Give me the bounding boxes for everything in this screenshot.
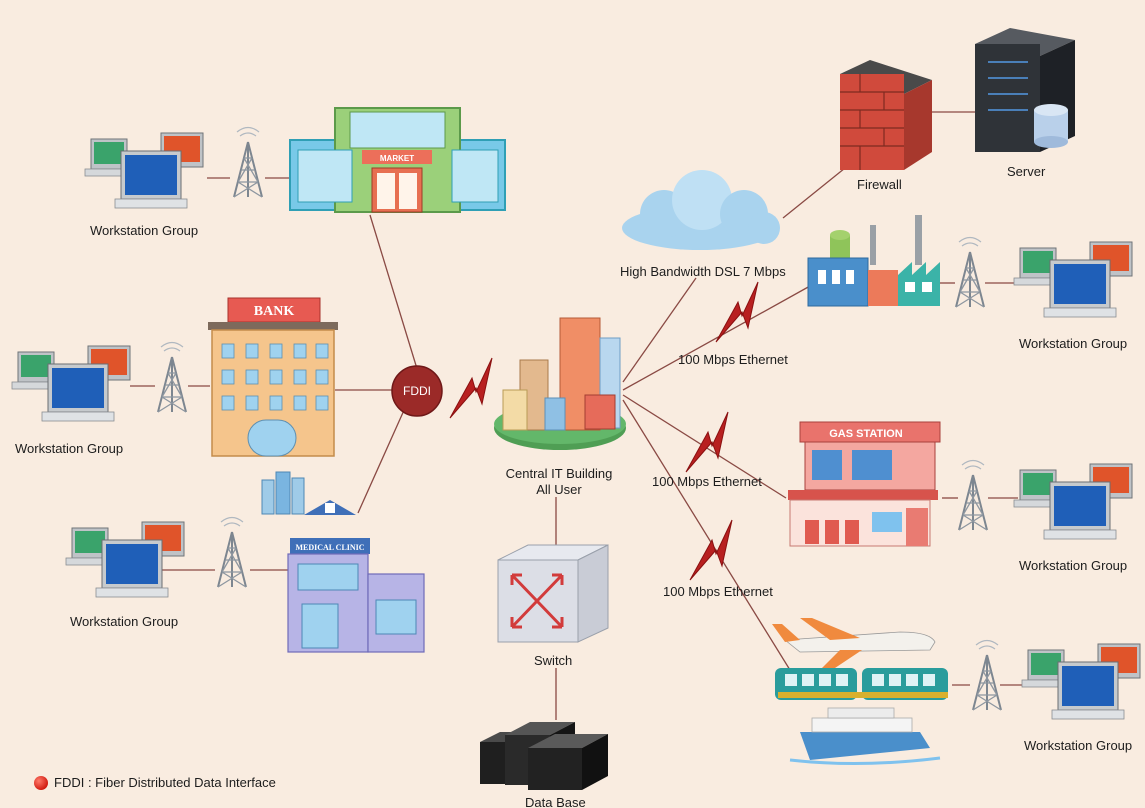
- switch-icon[interactable]: [497, 544, 609, 643]
- central-it-building-icon[interactable]: [494, 317, 626, 450]
- workstation-group-label: Workstation Group: [90, 223, 199, 238]
- server-icon[interactable]: [975, 28, 1075, 152]
- ethernet-link-label: 100 Mbps Ethernet: [678, 352, 788, 367]
- fddi-node[interactable]: [391, 365, 443, 417]
- wireless-link-icon: [685, 411, 729, 473]
- transportation-icon[interactable]: [772, 618, 948, 766]
- cloud-icon[interactable]: [622, 170, 780, 250]
- workstation-group-label: Workstation Group: [1024, 738, 1133, 753]
- workstation-group-icon[interactable]: [11, 345, 131, 422]
- ethernet-link-label: 100 Mbps Ethernet: [652, 474, 762, 489]
- radio-tower-icon: [958, 459, 988, 531]
- workstation-group-label: Workstation Group: [70, 614, 179, 629]
- market-sign: MARKET: [380, 154, 414, 163]
- workstation-group-label: Workstation Group: [1019, 336, 1128, 351]
- switch-label: Switch: [534, 653, 573, 668]
- ethernet-link-label: 100 Mbps Ethernet: [663, 584, 773, 599]
- server-label: Server: [1007, 164, 1046, 179]
- market-building-icon[interactable]: MARKET: [289, 107, 506, 213]
- radio-tower-icon: [157, 341, 187, 413]
- database-icon[interactable]: [480, 722, 608, 790]
- legend-text: FDDI : Fiber Distributed Data Interface: [54, 775, 276, 790]
- factory-icon[interactable]: [807, 215, 940, 307]
- central-it-label: Central IT Building All User: [498, 466, 620, 498]
- radio-tower-icon: [233, 126, 263, 198]
- legend: FDDI : Fiber Distributed Data Interface: [34, 775, 276, 790]
- clinic-sign: MEDICAL CLINIC: [295, 543, 364, 552]
- bank-sign: BANK: [254, 304, 295, 319]
- workstation-group-label: Workstation Group: [1019, 558, 1128, 573]
- workstation-group-icon[interactable]: [65, 521, 185, 598]
- wireless-link-icon: [689, 519, 733, 581]
- wireless-link-icon: [449, 357, 493, 419]
- central-it-label-line2: All User: [536, 482, 582, 497]
- fddi-legend-dot-icon: [34, 775, 48, 790]
- workstation-group-icon[interactable]: [84, 132, 204, 209]
- central-it-label-line1: Central IT Building: [505, 466, 613, 481]
- gas-station-sign: GAS STATION: [829, 428, 903, 440]
- workstation-group-icon[interactable]: [1013, 241, 1133, 318]
- radio-tower-icon: [955, 236, 985, 308]
- cloud-label: High Bandwidth DSL 7 Mbps: [620, 264, 786, 279]
- firewall-icon[interactable]: [840, 60, 932, 170]
- workstation-group-label: Workstation Group: [15, 441, 124, 456]
- workstation-group-icon[interactable]: [1013, 463, 1133, 540]
- radio-tower-icon: [217, 516, 247, 588]
- gas-station-icon[interactable]: GAS STATION: [788, 421, 941, 547]
- medical-clinic-icon[interactable]: MEDICAL CLINIC: [261, 471, 425, 653]
- fddi-label: FDDI: [403, 384, 431, 398]
- workstation-group-icon[interactable]: [1021, 643, 1141, 720]
- radio-tower-icon: [972, 639, 1002, 711]
- wireless-link-icon: [715, 281, 759, 343]
- firewall-label: Firewall: [857, 177, 902, 192]
- database-label: Data Base: [525, 795, 586, 808]
- bank-building-icon[interactable]: BANK: [208, 297, 338, 457]
